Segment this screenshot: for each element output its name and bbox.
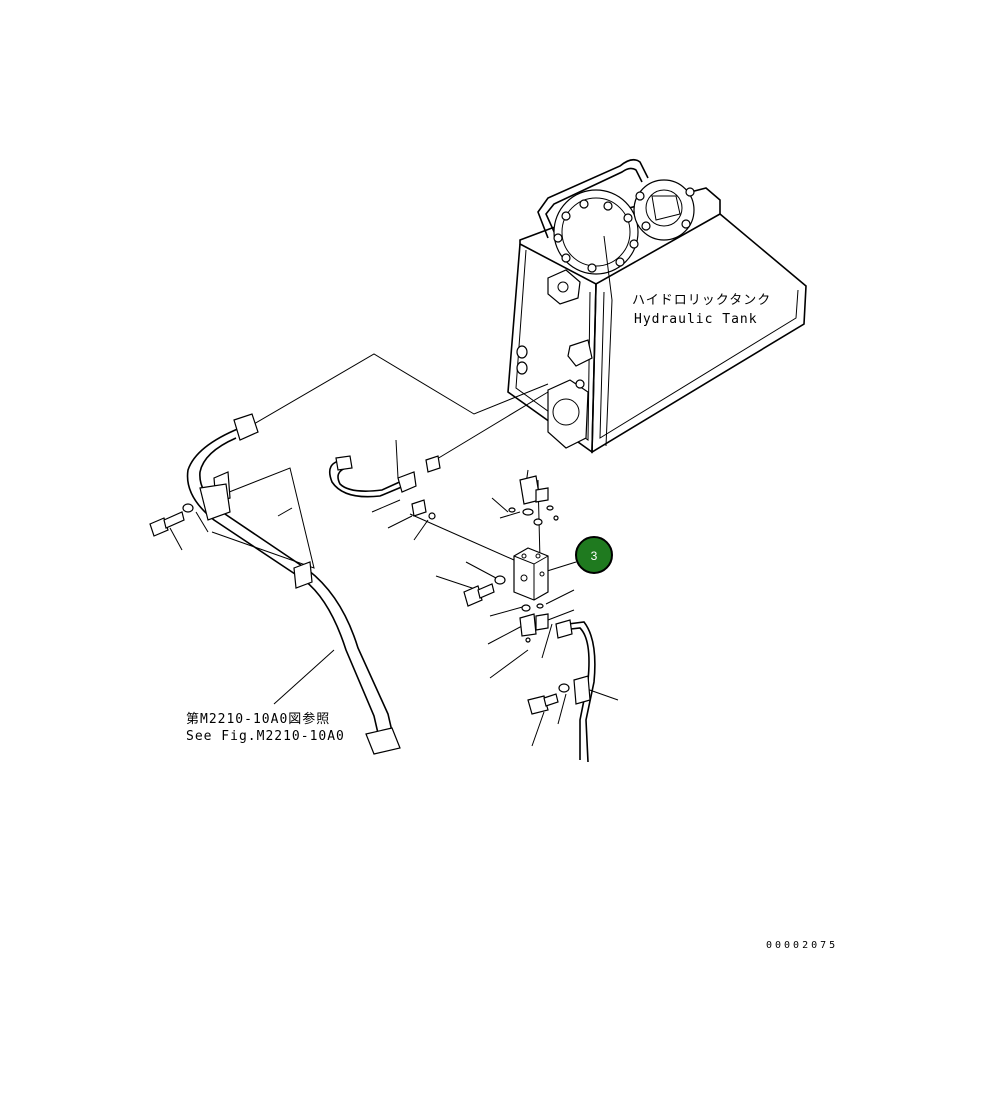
tank-label-en: Hydraulic Tank: [634, 312, 758, 327]
valve-block: [513, 547, 549, 601]
leader-lines: [169, 353, 619, 747]
callout-3[interactable]: 3: [575, 536, 613, 574]
drawing-code: 00002075: [766, 940, 838, 951]
drain-hose: [328, 455, 441, 520]
callout-number: 3: [591, 549, 598, 563]
tank-label-jp: ハイドロリックタンク: [632, 293, 771, 308]
callout-circle[interactable]: [575, 536, 613, 574]
reference-label-jp: 第M2210-10A0図参照: [186, 711, 330, 727]
hydraulic-tank: [507, 158, 807, 454]
return-hose: [186, 413, 401, 755]
left-bolt: [149, 503, 194, 537]
reference-label-en: See Fig.M2210-10A0: [186, 729, 345, 744]
pilot-hose: [527, 619, 596, 763]
valve-fittings: [463, 475, 559, 643]
